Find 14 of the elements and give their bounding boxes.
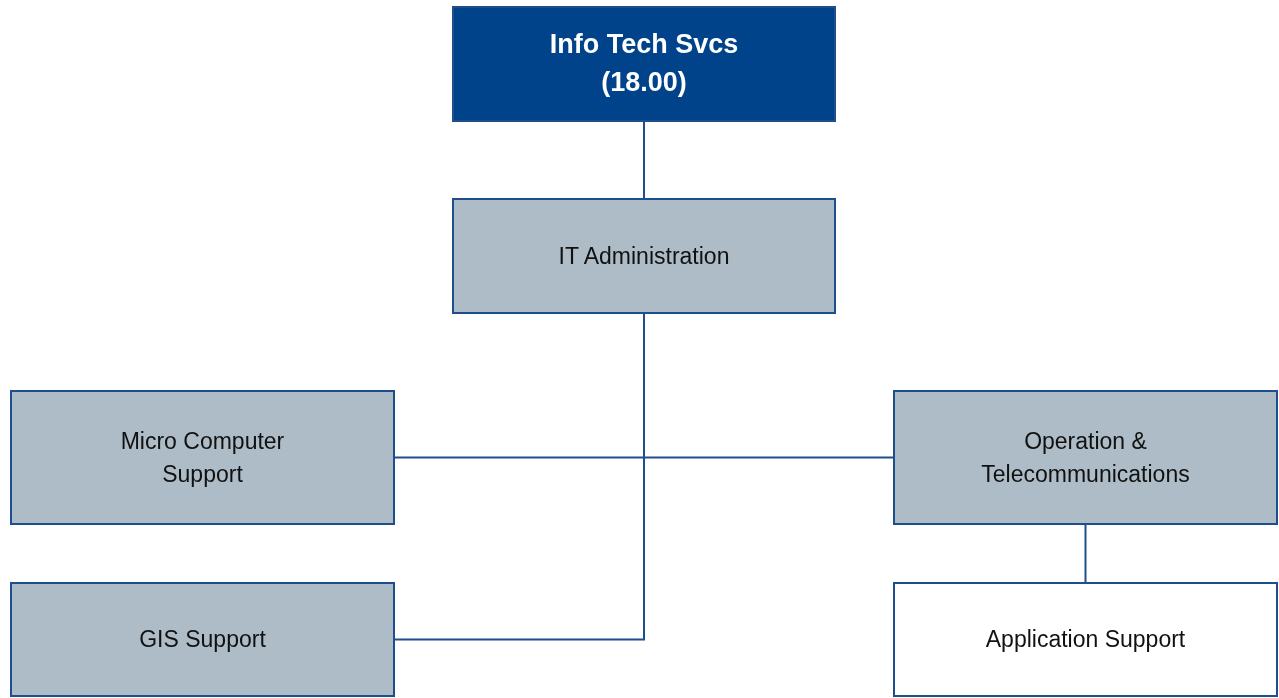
- unit-name: Operation & Telecommunications: [980, 427, 1191, 489]
- unit-name: Info Tech Svcs (18.00): [548, 28, 740, 99]
- connector-line: [1084, 524, 1087, 583]
- org-unit-box: [893, 582, 1278, 697]
- org-unit-box: [893, 390, 1278, 525]
- org-unit-box: [452, 6, 836, 122]
- org-unit-box: [10, 582, 395, 697]
- unit-name: Application Support: [985, 625, 1186, 655]
- unit-name: GIS Support: [139, 625, 266, 655]
- unit-name: IT Administration: [558, 241, 730, 271]
- org-unit-box: [10, 390, 395, 525]
- unit-name: Micro Computer Support: [119, 427, 286, 489]
- connector-line: [643, 121, 645, 199]
- org-unit-box: [452, 198, 836, 314]
